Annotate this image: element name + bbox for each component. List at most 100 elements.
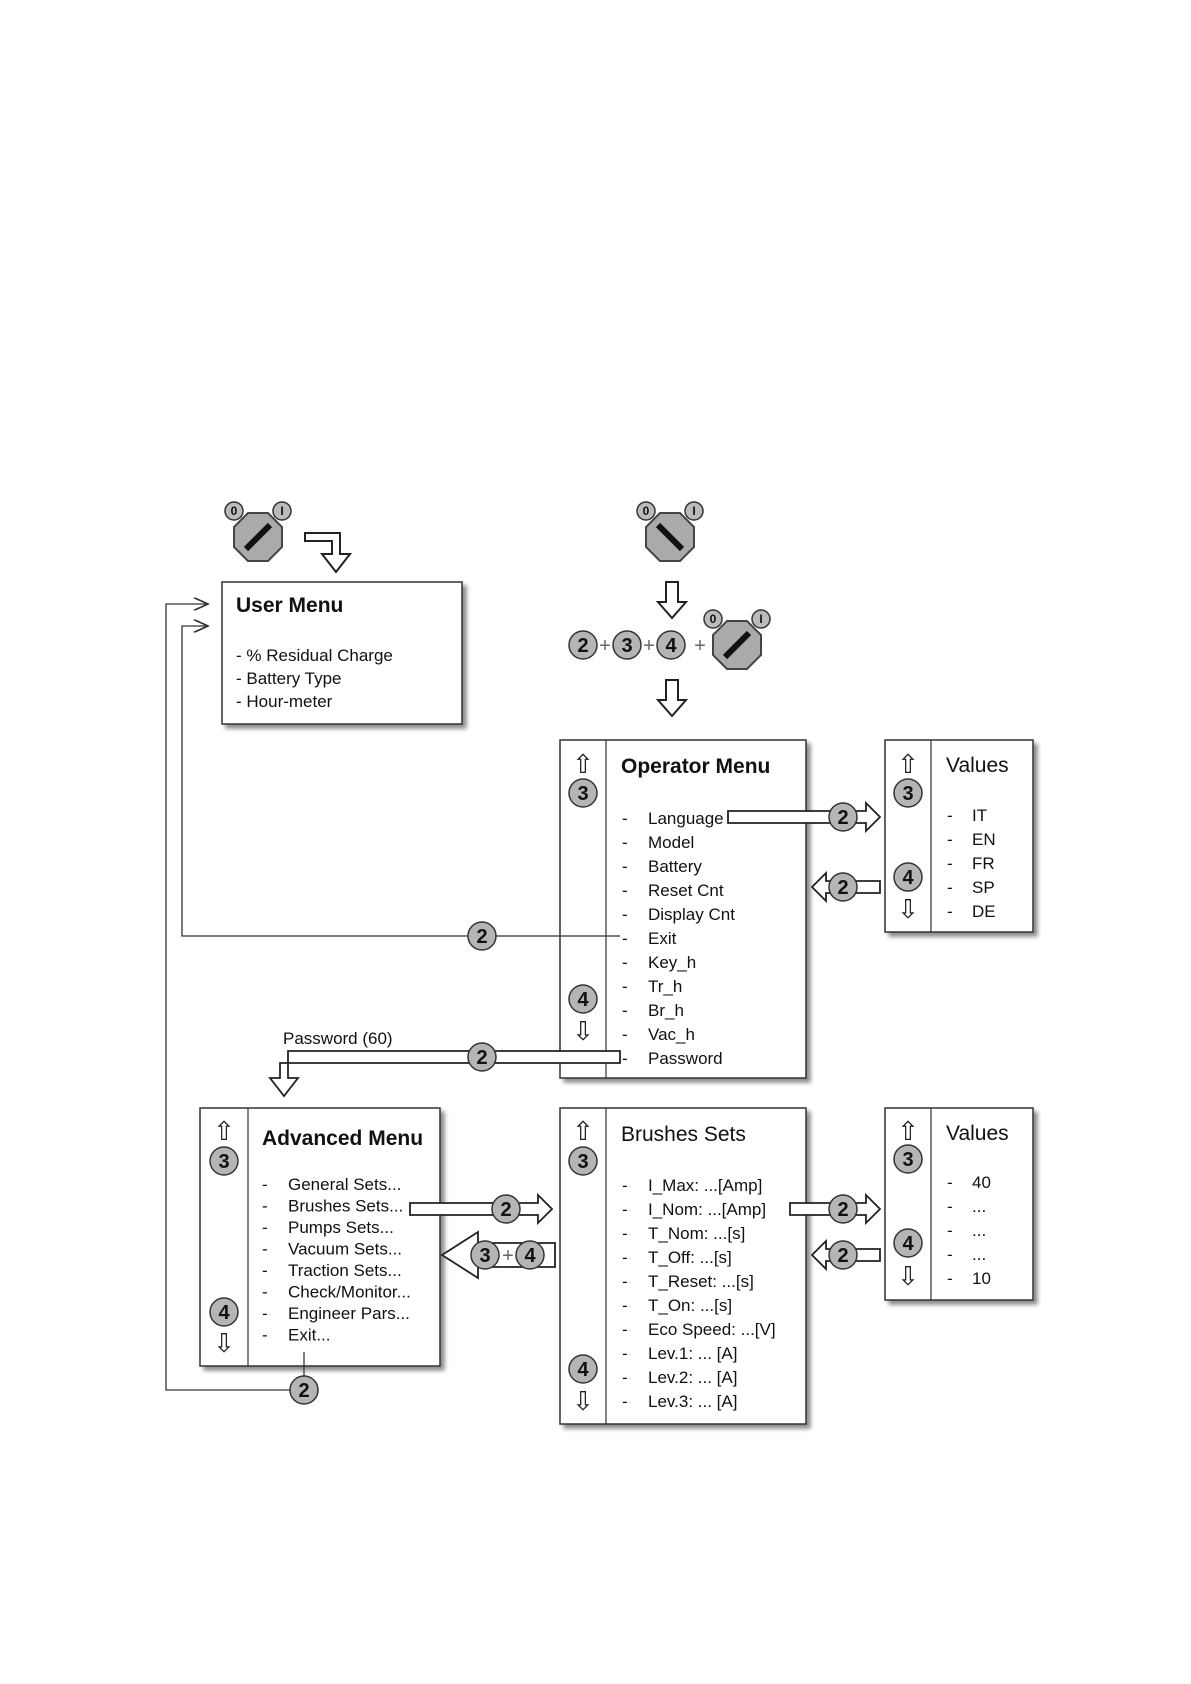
menu-item[interactable]: Br_h: [648, 1001, 684, 1020]
key-on-position-badge: [272, 501, 292, 521]
menu-item[interactable]: Exit: [648, 929, 677, 948]
key-off-position-badge: [224, 501, 244, 521]
enter-button-label: 2: [837, 807, 848, 829]
menu-item[interactable]: Display Cnt: [648, 905, 735, 924]
list-dash: -: [947, 1173, 953, 1192]
enter-button-2[interactable]: 2: [828, 1194, 858, 1224]
user-menu-box: User Menu - % Residual Charge - Battery …: [221, 581, 463, 725]
key-on-position-badge: [751, 609, 771, 629]
key-on-label: I: [692, 504, 695, 518]
list-dash: -: [622, 1001, 628, 1020]
menu-item[interactable]: T_Nom: ...[s]: [648, 1224, 745, 1243]
menu-item[interactable]: ...: [972, 1245, 986, 1264]
scroll-down-button-4[interactable]: 4: [209, 1297, 239, 1327]
menu-item[interactable]: SP: [972, 878, 995, 897]
menu-item[interactable]: DE: [972, 902, 996, 921]
menu-item[interactable]: IT: [972, 806, 987, 825]
scroll-up-button-3[interactable]: 3: [893, 1144, 923, 1174]
list-dash: -: [622, 833, 628, 852]
menu-item[interactable]: Model: [648, 833, 694, 852]
menu-item[interactable]: Password: [648, 1049, 723, 1068]
menu-item[interactable]: General Sets...: [288, 1175, 401, 1194]
scroll-up-button-3[interactable]: 3: [568, 778, 598, 808]
menu-item[interactable]: Lev.2: ... [A]: [648, 1368, 737, 1387]
scroll-down-arrow-icon: ⇩: [897, 894, 919, 924]
scroll-up-arrow-icon: ⇧: [897, 1116, 919, 1146]
menu-item[interactable]: Key_h: [648, 953, 696, 972]
scroll-down-button-4[interactable]: 4: [568, 984, 598, 1014]
menu-item[interactable]: Pumps Sets...: [288, 1218, 394, 1237]
enter-button-2[interactable]: 2: [828, 1240, 858, 1270]
scroll-down-button-4[interactable]: 4: [893, 862, 923, 892]
exit-to-user-menu-line: [181, 626, 620, 937]
values-language-items: -IT-EN-FR-SP-DE: [947, 806, 996, 921]
key-switch-combo[interactable]: 0 I: [703, 609, 771, 670]
menu-item[interactable]: T_Off: ...[s]: [648, 1248, 732, 1267]
enter-button-2[interactable]: 2: [467, 1042, 497, 1072]
enter-button-label: 2: [476, 1047, 487, 1069]
key-off-position-badge: [636, 501, 656, 521]
menu-item[interactable]: T_On: ...[s]: [648, 1296, 732, 1315]
list-dash: -: [622, 1320, 628, 1339]
button-3[interactable]: 3: [612, 630, 642, 660]
menu-item[interactable]: 40: [972, 1173, 991, 1192]
menu-item[interactable]: Exit...: [288, 1326, 331, 1345]
enter-button-2[interactable]: 2: [828, 802, 858, 832]
right-hollow-arrow-icon: [409, 1192, 554, 1226]
button-4[interactable]: 4: [656, 630, 686, 660]
enter-button-2[interactable]: 2: [289, 1375, 319, 1405]
enter-button-2[interactable]: 2: [828, 872, 858, 902]
menu-item[interactable]: Eco Speed: ...[V]: [648, 1320, 776, 1339]
menu-item[interactable]: I_Nom: ...[Amp]: [648, 1200, 766, 1219]
back-button-3[interactable]: 3: [470, 1240, 500, 1270]
menu-item[interactable]: Vac_h: [648, 1025, 695, 1044]
key-on-label: I: [280, 504, 283, 518]
key-switch-on[interactable]: 0 I: [636, 501, 704, 562]
scroll-up-button-3[interactable]: 3: [893, 778, 923, 808]
back-button-4[interactable]: 4: [515, 1240, 545, 1270]
enter-button-2[interactable]: 2: [467, 921, 497, 951]
key-off-label: 0: [231, 504, 238, 518]
scroll-down-button-label: 4: [577, 1359, 589, 1381]
scroll-down-button-4[interactable]: 4: [568, 1354, 598, 1384]
list-dash: -: [262, 1261, 268, 1280]
menu-item[interactable]: 10: [972, 1269, 991, 1288]
button-2[interactable]: 2: [568, 630, 598, 660]
list-dash: -: [622, 953, 628, 972]
enter-button-2[interactable]: 2: [491, 1194, 521, 1224]
menu-item[interactable]: Battery: [648, 857, 702, 876]
menu-item[interactable]: FR: [972, 854, 995, 873]
password-label: Password (60): [283, 1029, 393, 1048]
brushes-sets-title: Brushes Sets: [621, 1123, 746, 1146]
scroll-up-button-label: 3: [577, 1151, 588, 1173]
menu-item[interactable]: Language: [648, 809, 724, 828]
menu-item[interactable]: Brushes Sets...: [288, 1197, 403, 1216]
user-menu-item: - % Residual Charge: [236, 646, 393, 665]
scroll-up-button-label: 3: [218, 1151, 229, 1173]
list-dash: -: [262, 1218, 268, 1237]
menu-item[interactable]: ...: [972, 1197, 986, 1216]
list-dash: -: [947, 830, 953, 849]
scroll-up-button-3[interactable]: 3: [209, 1146, 239, 1176]
menu-item[interactable]: EN: [972, 830, 996, 849]
key-slot-off-icon: [722, 630, 752, 660]
menu-item[interactable]: Check/Monitor...: [288, 1283, 411, 1302]
menu-item[interactable]: Tr_h: [648, 977, 682, 996]
menu-item[interactable]: T_Reset: ...[s]: [648, 1272, 754, 1291]
menu-item[interactable]: Engineer Pars...: [288, 1304, 410, 1323]
menu-item[interactable]: Lev.1: ... [A]: [648, 1344, 737, 1363]
list-dash: -: [622, 1200, 628, 1219]
menu-item[interactable]: Lev.3: ... [A]: [648, 1392, 737, 1411]
menu-item[interactable]: Traction Sets...: [288, 1261, 402, 1280]
menu-item[interactable]: Reset Cnt: [648, 881, 724, 900]
scroll-down-arrow-icon: ⇩: [213, 1328, 235, 1358]
menu-item[interactable]: I_Max: ...[Amp]: [648, 1176, 762, 1195]
button-4-label: 4: [665, 635, 677, 657]
menu-item[interactable]: ...: [972, 1221, 986, 1240]
menu-item[interactable]: Vacuum Sets...: [288, 1240, 402, 1259]
scroll-down-arrow-icon: ⇩: [572, 1016, 594, 1046]
key-switch-off[interactable]: 0 I: [224, 501, 292, 562]
scroll-up-button-3[interactable]: 3: [568, 1146, 598, 1176]
scroll-down-button-4[interactable]: 4: [893, 1228, 923, 1258]
